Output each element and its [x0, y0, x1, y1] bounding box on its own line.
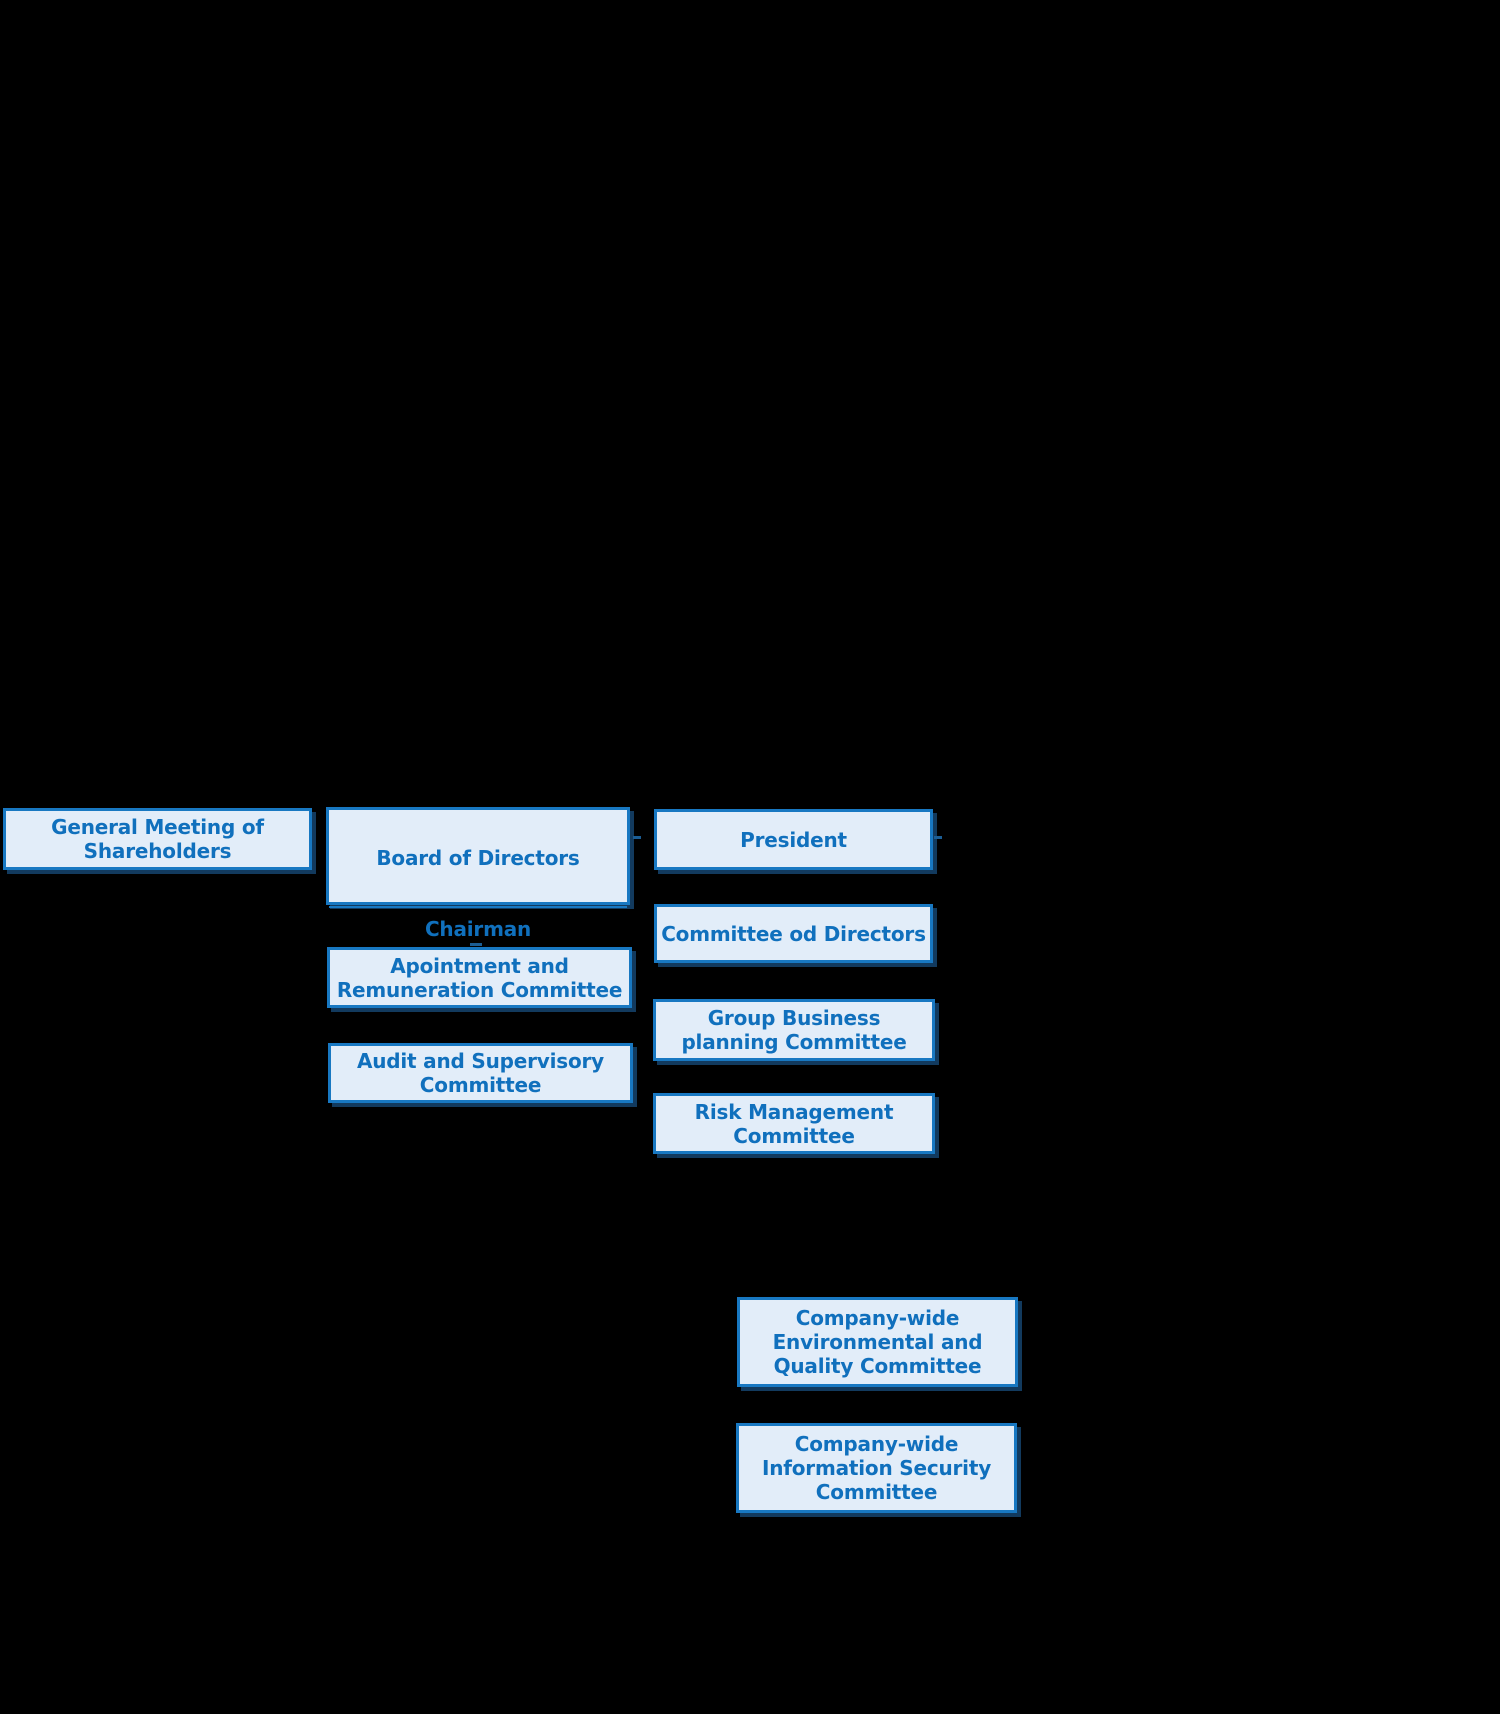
node-label: Board of Directors: [376, 846, 580, 870]
node-board-of-directors: Board of Directors: [329, 834, 627, 882]
node-company-wide-environmental-and-quality-committee: Company-wide Environmental and Quality C…: [737, 1297, 1018, 1387]
node-risk-management-committee: Risk Management Committee: [653, 1093, 935, 1154]
node-label: Chairman: [424, 917, 532, 941]
node-president: President: [654, 809, 933, 870]
connector-remnant: [934, 836, 942, 839]
connector-remnant: [633, 836, 641, 839]
connector-remnant: [470, 943, 482, 946]
node-committee-of-directors: Committee od Directors: [654, 904, 933, 963]
node-label: Risk Management Committee: [694, 1099, 894, 1148]
node-label: Apointment and Remuneration Committee: [336, 953, 623, 1002]
node-label: General Meeting of Shareholders: [51, 815, 264, 863]
node-label: Audit and Supervisory Committee: [356, 1049, 605, 1097]
node-group-business-planning-committee: Group Business planning Committee: [653, 999, 935, 1061]
node-company-wide-information-security-committee: Company-wide Information Security Commit…: [736, 1423, 1017, 1513]
node-label: Company-wide Information Security Commit…: [761, 1432, 992, 1504]
node-label: President: [740, 827, 847, 852]
node-chairman: Chairman: [329, 906, 627, 950]
node-board-of-directors-chairman: Board of Directors Chairman: [326, 807, 630, 941]
node-appointment-and-remuneration-committee: Apointment and Remuneration Committee: [327, 947, 632, 1008]
node-general-meeting-of-shareholders: General Meeting of Shareholders: [3, 808, 312, 870]
node-audit-and-supervisory-committee: Audit and Supervisory Committee: [328, 1043, 633, 1103]
node-label: Group Business planning Committee: [681, 1006, 907, 1054]
node-label: Committee od Directors: [661, 921, 926, 946]
node-label: Company-wide Environmental and Quality C…: [772, 1306, 983, 1378]
